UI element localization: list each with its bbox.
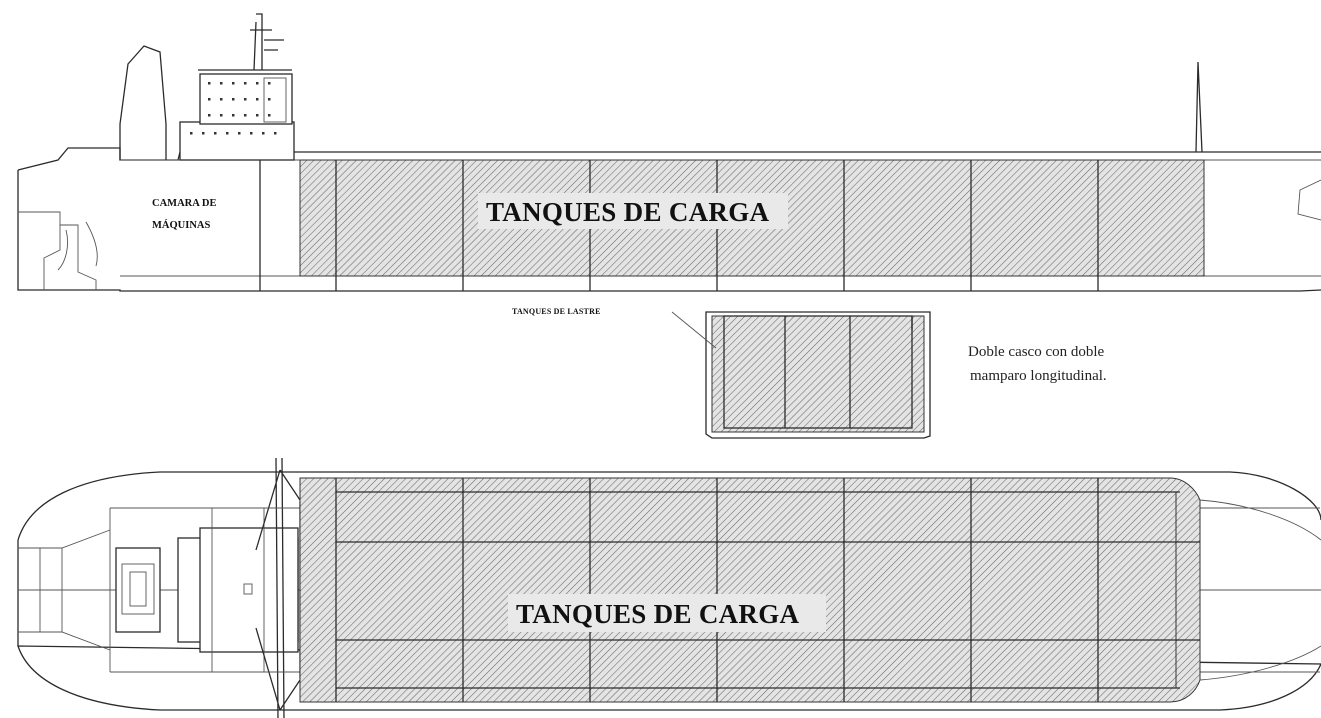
profile-label-backdrop [478,193,788,229]
plan-deckhouse [199,527,299,653]
plan-view: TANQUES DE CARGA [17,457,1321,718]
engine-room-label-line1: CAMARA DE [152,198,216,209]
plan-aft-core [129,571,147,607]
plan-stern-interior [18,508,111,672]
plan-bow-lines [1199,499,1321,681]
ballast-leader-line [671,311,717,349]
plan-cargo-tanks-label: TANQUES DE CARGA [516,599,800,629]
plan-tank-grid [335,478,1200,702]
bow-outline [1297,179,1321,221]
plan-hull-outline [17,471,1321,711]
midship-longitudinal-bulkheads [723,315,913,429]
plan-cargo-core [335,491,1177,689]
fore-mast [1195,61,1203,153]
profile-cargo-tanks-label: TANQUES DE CARGA [486,197,770,227]
stern-detail [18,211,98,290]
plan-deckhouse-icon [243,583,253,595]
midship-cargo-core [723,315,913,429]
double-hull-note-line1: Doble casco con doble [968,344,1105,360]
windows [190,82,277,135]
plan-aft-block [115,547,161,633]
midship-outer-hull [705,311,931,439]
bridge-wing-box [263,77,287,123]
plan-label-backdrop [508,594,826,632]
accommodation-block [179,121,295,161]
engine-room-label-line2: MÁQUINAS [152,219,210,231]
midship-section: TANQUES DE LASTRE Doble casco con doble … [512,307,1107,439]
ballast-tanks-label: TANQUES DE LASTRE [512,307,601,316]
double-hull-note-line2: mamparo longitudinal. [970,368,1107,384]
bridge-mast [250,13,284,71]
profile-view: CAMARA DE MÁQUINAS TANQUES DE CARGA [17,13,1321,292]
plan-aft-inner [121,563,155,615]
plan-bridge-wings [255,457,301,718]
funnel [119,45,167,160]
